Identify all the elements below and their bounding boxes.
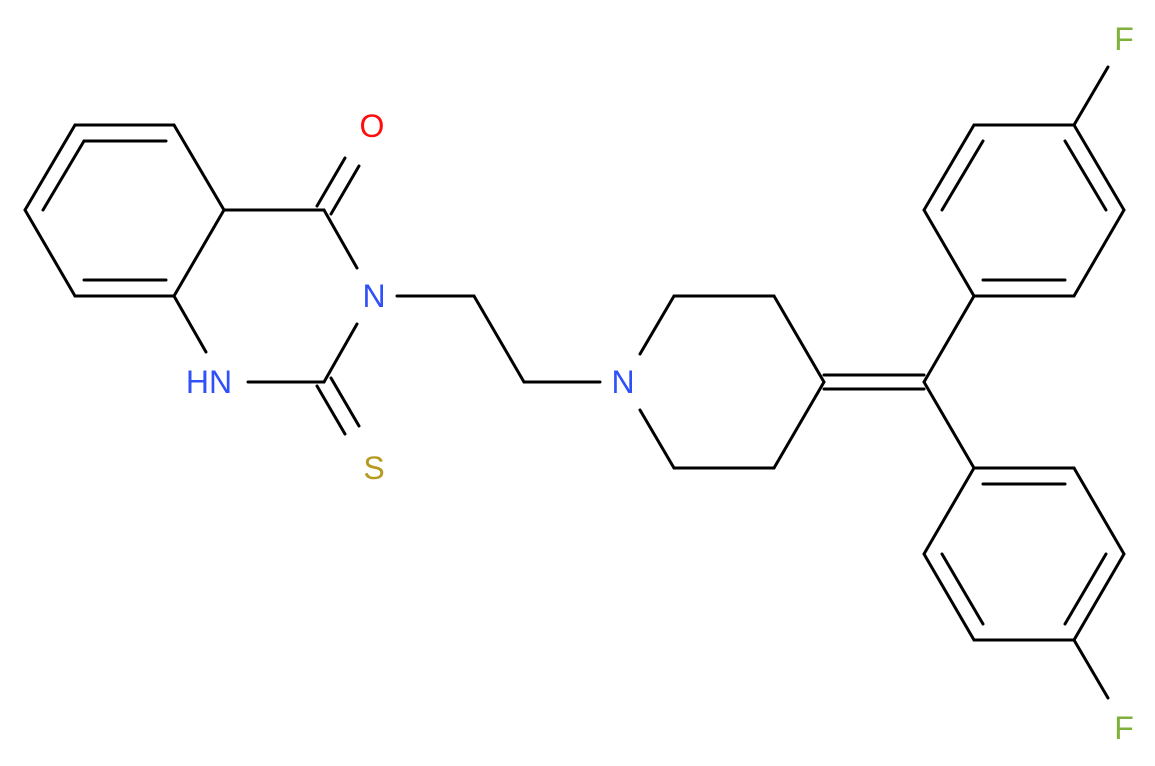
bond bbox=[1063, 552, 1108, 626]
bond bbox=[1072, 638, 1110, 700]
bond bbox=[172, 123, 226, 212]
bond bbox=[23, 123, 77, 212]
bond bbox=[1072, 466, 1126, 556]
bond bbox=[638, 294, 676, 356]
bond bbox=[940, 552, 985, 626]
bond bbox=[772, 380, 826, 470]
piperidine-nitrogen-label: N bbox=[611, 364, 634, 400]
fluorine-atom-label-bottom: F bbox=[1114, 710, 1134, 746]
bond bbox=[1063, 139, 1108, 212]
bond bbox=[1072, 123, 1126, 212]
nh-atom-label: HN bbox=[186, 364, 232, 400]
bond bbox=[772, 294, 826, 384]
bond bbox=[172, 208, 226, 298]
atom-labels: O N HN S N F F bbox=[186, 21, 1134, 746]
bond bbox=[329, 164, 361, 216]
bond bbox=[922, 208, 976, 298]
fluorine-atom-label-top: F bbox=[1114, 21, 1134, 57]
nitrogen-atom-label-n3: N bbox=[362, 278, 385, 314]
sulfur-atom-label: S bbox=[363, 450, 384, 486]
bond bbox=[1072, 208, 1126, 298]
bond bbox=[638, 408, 676, 470]
bond bbox=[315, 156, 347, 208]
bond bbox=[1072, 65, 1110, 127]
bond bbox=[922, 380, 976, 470]
bond bbox=[922, 466, 976, 556]
bond bbox=[23, 208, 77, 298]
oxygen-atom-label: O bbox=[360, 108, 385, 144]
bond bbox=[1072, 552, 1126, 642]
bond bbox=[940, 139, 985, 212]
bond bbox=[315, 384, 347, 436]
bond bbox=[922, 552, 976, 642]
bond bbox=[172, 294, 208, 354]
bond bbox=[922, 294, 976, 384]
bond bbox=[322, 208, 359, 270]
bond bbox=[322, 322, 359, 384]
bond bbox=[41, 139, 86, 212]
bond bbox=[329, 376, 361, 428]
bond bbox=[922, 123, 976, 212]
bonds bbox=[23, 65, 1126, 700]
bond bbox=[472, 294, 526, 384]
